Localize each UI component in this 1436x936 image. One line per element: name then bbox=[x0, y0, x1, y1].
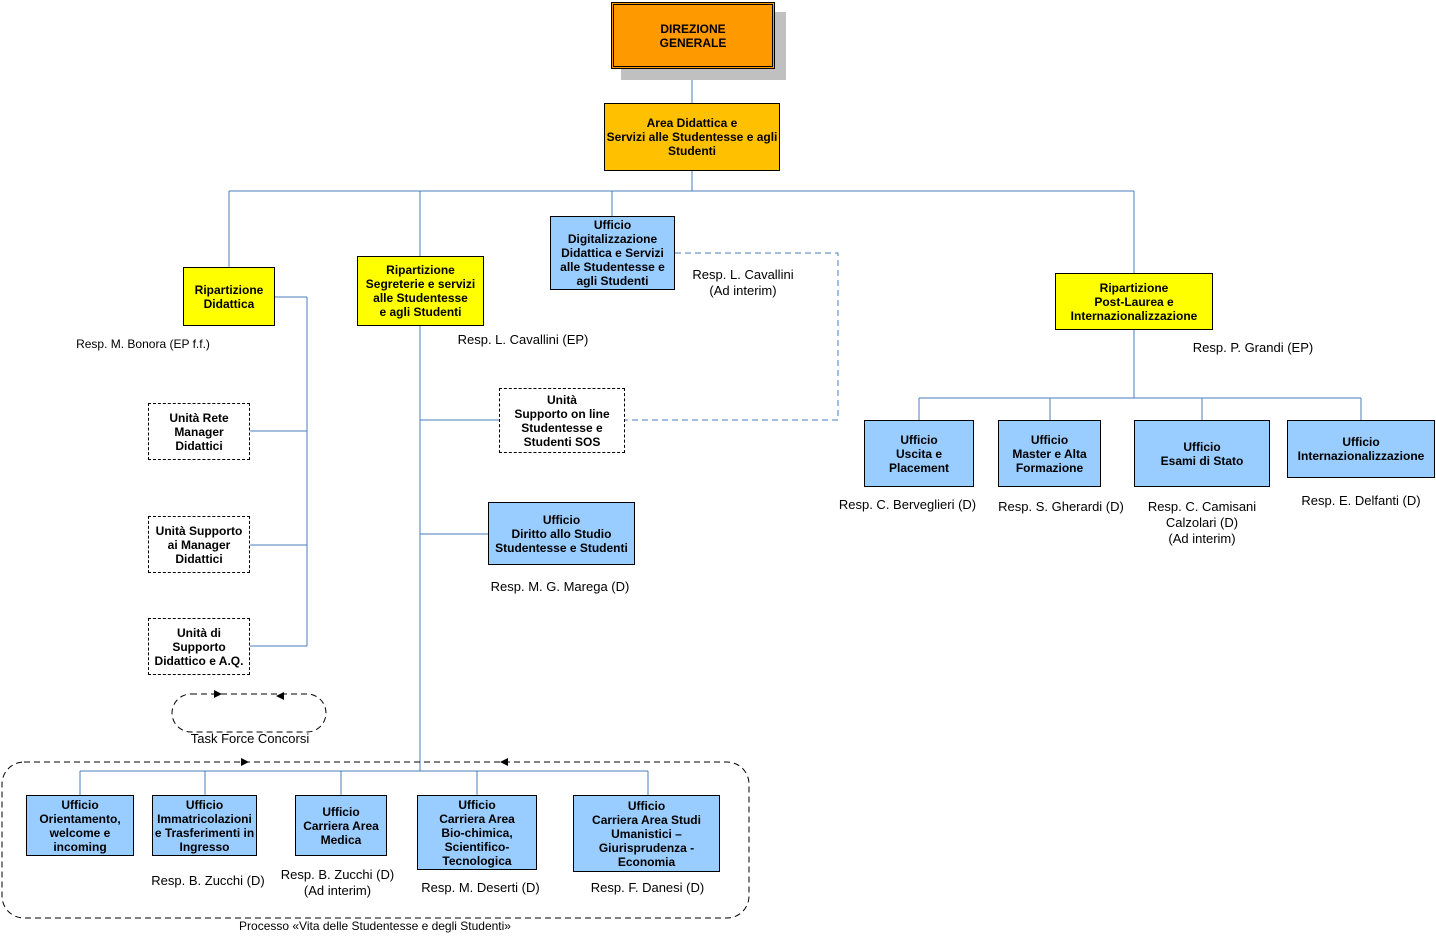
task-force-label: Task Force Concorsi bbox=[190, 731, 310, 746]
processo-label: Processo «Vita delle Studentesse e degli… bbox=[239, 919, 511, 933]
ufficio-digitalizzazione: Ufficio Digitalizzazione Didattica e Ser… bbox=[550, 216, 675, 290]
ripartizione-post-laurea: Ripartizione Post-Laurea e Internazional… bbox=[1055, 273, 1213, 330]
ufficio-esami-stato: Ufficio Esami di Stato bbox=[1134, 420, 1270, 487]
resp-bonora: Resp. M. Bonora (EP f.f.) bbox=[76, 337, 210, 351]
resp-grandi: Resp. P. Grandi (EP) bbox=[1192, 340, 1314, 355]
resp-gherardi: Resp. S. Gherardi (D) bbox=[998, 499, 1124, 514]
resp-berveglieri: Resp. C. Berveglieri (D) bbox=[838, 497, 977, 512]
unita-supporto-aq: Unità di Supporto Didattico e A.Q. bbox=[148, 618, 250, 675]
ufficio-diritto-studio: Ufficio Diritto allo Studio Studentesse … bbox=[488, 502, 635, 565]
resp-zucchi-interim: Resp. B. Zucchi (D) (Ad interim) bbox=[280, 867, 395, 898]
resp-cavallini-ep: Resp. L. Cavallini (EP) bbox=[457, 332, 589, 347]
resp-marega: Resp. M. G. Marega (D) bbox=[490, 579, 630, 594]
unita-supporto-manager: Unità Supporto ai Manager Didattici bbox=[148, 516, 250, 573]
resp-cavallini-interim: Resp. L. Cavallini (Ad interim) bbox=[692, 267, 794, 298]
direzione-generale: DIREZIONE GENERALE bbox=[611, 2, 775, 69]
ripartizione-segreterie: Ripartizione Segreterie e servizi alle S… bbox=[357, 256, 484, 326]
ripartizione-didattica: Ripartizione Didattica bbox=[183, 267, 275, 326]
ufficio-immatricolazioni: Ufficio Immatricolazioni e Trasferimenti… bbox=[152, 795, 257, 856]
resp-deserti: Resp. M. Deserti (D) bbox=[421, 880, 540, 895]
resp-delfanti: Resp. E. Delfanti (D) bbox=[1301, 493, 1421, 508]
ufficio-uscita-placement: Ufficio Uscita e Placement bbox=[864, 420, 974, 487]
ufficio-orientamento: Ufficio Orientamento, welcome e incoming bbox=[26, 795, 134, 856]
resp-camisani: Resp. C. Camisani Calzolari (D) (Ad inte… bbox=[1147, 499, 1257, 546]
unita-supporto-sos: Unità Supporto on line Studentesse e Stu… bbox=[499, 388, 625, 453]
ufficio-carriera-umanistici: Ufficio Carriera Area Studi Umanistici –… bbox=[573, 795, 720, 872]
ufficio-internazionalizzazione: Ufficio Internazionalizzazione bbox=[1287, 420, 1435, 478]
resp-danesi: Resp. F. Danesi (D) bbox=[590, 880, 705, 895]
ufficio-carriera-medica: Ufficio Carriera Area Medica bbox=[295, 795, 387, 856]
area-didattica: Area Didattica e Servizi alle Studentess… bbox=[604, 103, 780, 171]
ufficio-carriera-biochimica: Ufficio Carriera Area Bio-chimica, Scien… bbox=[417, 795, 537, 870]
ufficio-master: Ufficio Master e Alta Formazione bbox=[998, 420, 1101, 487]
unita-rete-manager: Unità Rete Manager Didattici bbox=[148, 403, 250, 460]
resp-zucchi: Resp. B. Zucchi (D) bbox=[151, 873, 265, 888]
